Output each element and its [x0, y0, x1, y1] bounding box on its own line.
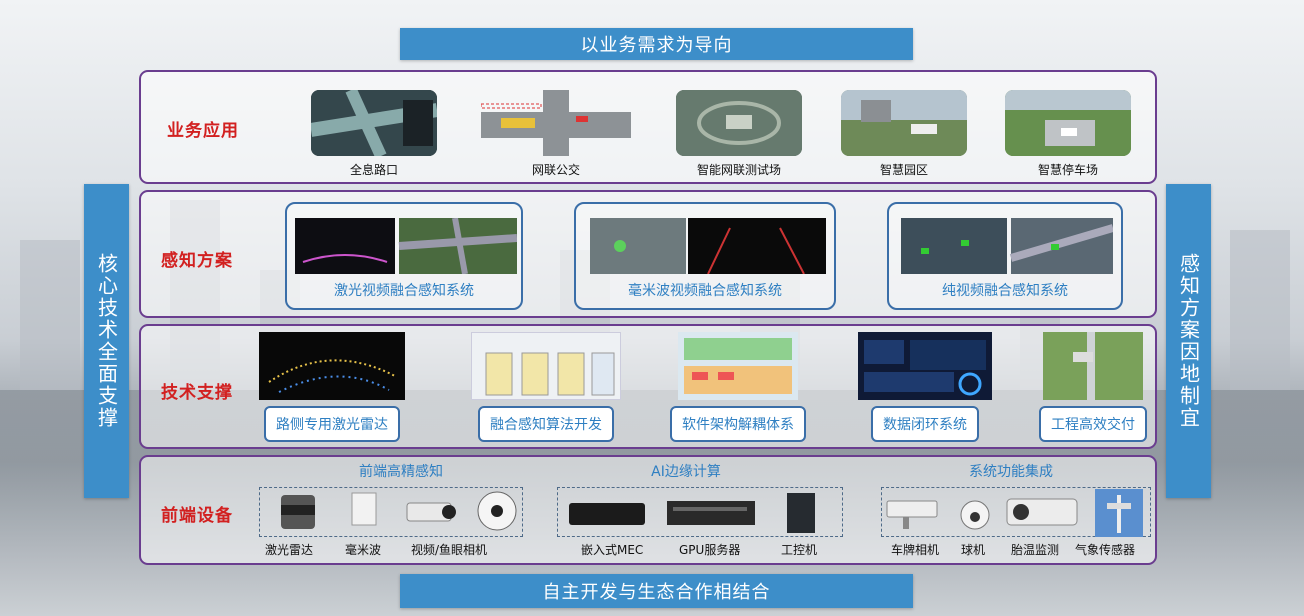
group-title: 系统功能集成	[969, 464, 1053, 480]
gpu-server-icon	[667, 501, 755, 525]
group-title: 前端高精感知	[359, 464, 443, 480]
engineering-pole-image	[1043, 332, 1143, 400]
tech-item: 数据闭环系统	[855, 332, 995, 442]
radar-video-image	[590, 218, 826, 274]
device-caption: 车牌相机	[891, 543, 940, 557]
lidar-device-icon	[281, 495, 315, 529]
perception-system: 激光视频融合感知系统	[285, 202, 523, 310]
device-group-frame	[881, 487, 1151, 537]
system-caption: 激光视频融合感知系统	[334, 283, 474, 299]
device-caption: 球机	[961, 543, 986, 557]
device-caption: 嵌入式MEC	[581, 543, 644, 557]
test-field-image	[676, 90, 802, 156]
top-banner: 以业务需求为导向	[400, 28, 913, 60]
right-side-banner: 感知方案因地制宜	[1166, 184, 1211, 498]
system-caption: 毫米波视频融合感知系统	[628, 283, 782, 299]
app-item: 网联公交	[481, 90, 631, 178]
smart-park-image	[841, 90, 967, 156]
data-dashboard-image	[858, 332, 992, 400]
fisheye-camera-icon	[477, 491, 517, 531]
bus-network-image	[481, 90, 631, 156]
bottom-banner: 自主开发与生态合作相结合	[400, 574, 913, 608]
app-item: 智慧园区	[841, 90, 967, 178]
app-caption: 智能网联测试场	[696, 163, 781, 177]
app-caption: 网联公交	[531, 163, 580, 177]
device-group-frame	[259, 487, 523, 537]
system-caption: 纯视频融合感知系统	[942, 283, 1068, 299]
weather-sensor-icon	[1095, 489, 1143, 537]
app-caption: 智慧园区	[879, 163, 928, 177]
tech-item: 融合感知算法开发	[466, 332, 626, 442]
lidar-pointcloud-image	[259, 332, 405, 400]
device-group-frame	[557, 487, 843, 537]
intersection-image	[311, 90, 437, 156]
tech-label: 数据闭环系统	[871, 406, 979, 442]
app-caption: 智慧停车场	[1037, 163, 1098, 177]
left-side-banner: 核心技术全面支撑	[84, 184, 129, 498]
perception-system: 毫米波视频融合感知系统	[574, 202, 836, 310]
tire-temp-camera-icon	[1006, 498, 1078, 526]
device-caption: 胎温监测	[1011, 543, 1060, 557]
row-devices: 前端设备 前端高精感知 AI边缘计算 系统功能集成 激光雷达 毫米波 视频/鱼眼…	[139, 455, 1157, 565]
row-tech-support: 技术支撑 路侧专用激光雷达 融合感知算法开发 软件架构解耦体系 数据闭环系统 工…	[139, 324, 1157, 449]
smart-parking-image	[1005, 90, 1131, 156]
row-label: 前端设备	[161, 506, 233, 526]
row-perception: 感知方案 激光视频融合感知系统 毫米波视频融合感知系统 纯视频融合感知系统	[139, 190, 1157, 318]
algorithm-diagram-image	[471, 332, 621, 400]
row-business-apps: 业务应用 全息路口 网联公交 智能网联测试场 智慧园区 智慧停车场	[139, 70, 1157, 184]
row-label: 感知方案	[161, 251, 233, 271]
row-label: 技术支撑	[161, 383, 233, 403]
camera-device-icon	[406, 502, 456, 522]
tech-label: 路侧专用激光雷达	[264, 406, 400, 442]
device-caption: 激光雷达	[265, 543, 314, 557]
perception-system: 纯视频融合感知系统	[887, 202, 1123, 310]
pure-video-image	[901, 218, 1113, 274]
lidar-video-image	[295, 218, 517, 274]
radar-device-icon	[351, 492, 377, 526]
app-caption: 全息路口	[349, 163, 398, 177]
app-item: 全息路口	[311, 90, 437, 178]
device-caption: 气象传感器	[1075, 543, 1136, 557]
group-title: AI边缘计算	[651, 464, 721, 480]
device-caption: 毫米波	[345, 543, 382, 557]
device-caption: 工控机	[781, 543, 818, 557]
tech-item: 软件架构解耦体系	[663, 332, 813, 442]
ipc-device-icon	[787, 493, 815, 533]
plate-camera-icon	[886, 500, 938, 529]
app-item: 智能网联测试场	[676, 90, 802, 178]
mec-device-icon	[569, 503, 645, 525]
tech-item: 路侧专用激光雷达	[257, 332, 407, 442]
device-caption: 视频/鱼眼相机	[411, 543, 488, 557]
dome-camera-icon	[960, 500, 990, 530]
tech-label: 工程高效交付	[1039, 406, 1147, 442]
tech-label: 融合感知算法开发	[478, 406, 614, 442]
architecture-image	[678, 332, 798, 400]
row-label: 业务应用	[167, 121, 239, 141]
app-item: 智慧停车场	[1005, 90, 1131, 178]
tech-label: 软件架构解耦体系	[670, 406, 806, 442]
tech-item: 工程高效交付	[1033, 332, 1153, 442]
device-caption: GPU服务器	[679, 543, 741, 557]
